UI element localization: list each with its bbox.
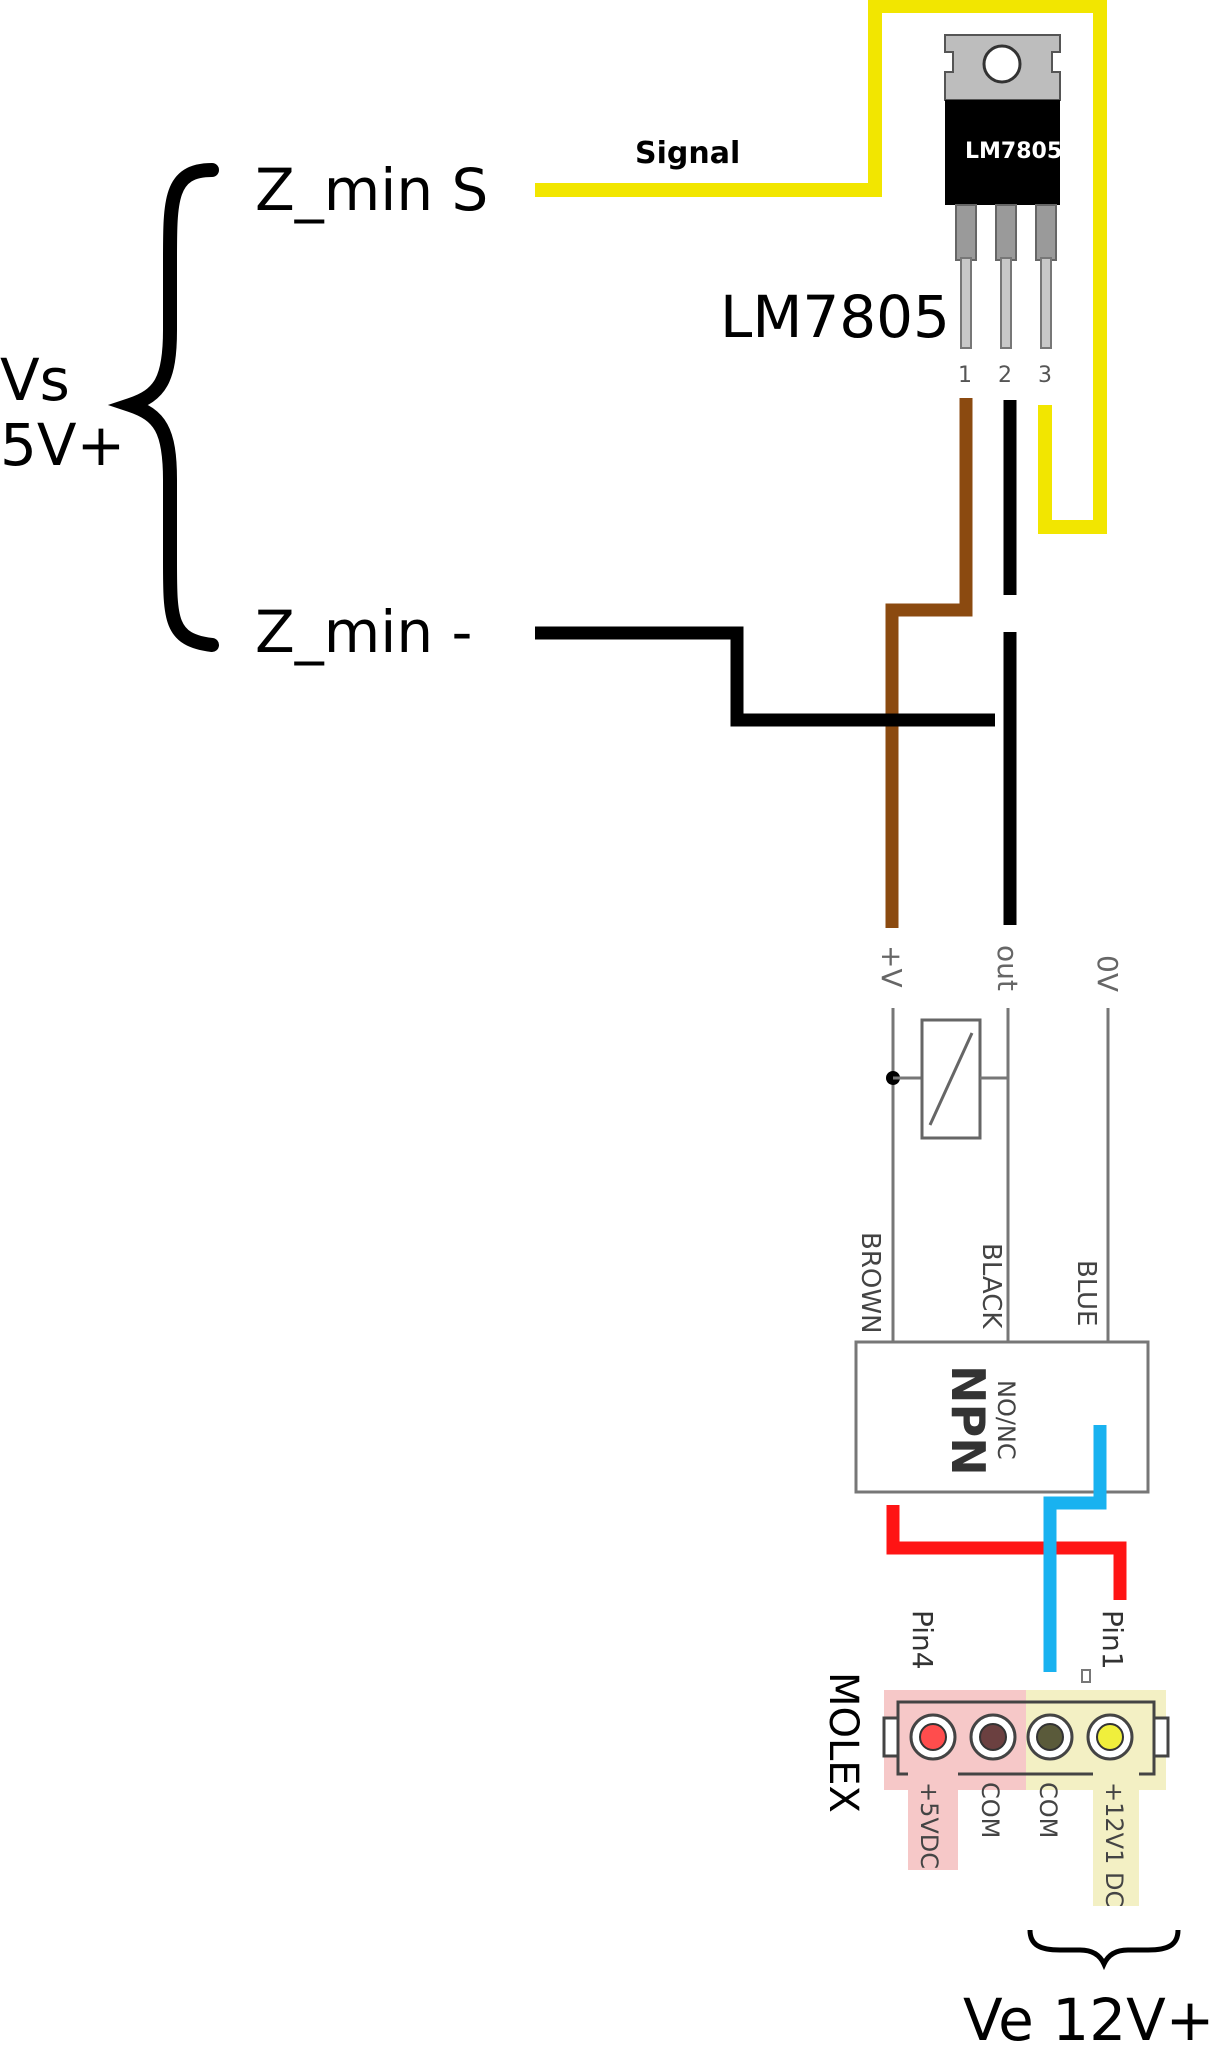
wire-blue-label: BLUE (1071, 1260, 1101, 1327)
zmin-minus-wire (535, 626, 995, 727)
molex-pin4-label: Pin4 (906, 1610, 939, 1670)
molex-right-latch (1152, 1716, 1170, 1758)
blue-wire (1043, 1425, 1107, 1672)
npn-label: NPN (941, 1365, 995, 1476)
zmin-s-label: Z_min S (255, 156, 488, 224)
vs-voltage-label: 5V+ (0, 411, 125, 479)
signal-label: Signal (635, 136, 740, 171)
molex-com2-label: COM (1034, 1782, 1062, 1838)
molex-12v-band (1093, 1770, 1139, 1906)
molex-5v-band (908, 1770, 958, 1870)
left-brace (107, 163, 219, 652)
relay-coil-diagonal (928, 1032, 974, 1126)
pin-2-label: 2 (998, 363, 1012, 388)
leg-1 (960, 257, 972, 349)
regulator-body (945, 100, 1060, 205)
molex-pin2-core (1036, 1723, 1064, 1751)
molex-5v-label: +5VDC (915, 1782, 943, 1869)
leg-1-top (955, 204, 977, 261)
lm7805-side-label: LM7805 (720, 283, 950, 351)
regulator-chip-label: LM7805 (965, 139, 1062, 164)
ve-label: Ve 12V+ (963, 1986, 1209, 2048)
signal-wire (535, 0, 1107, 534)
zmin-minus-label: Z_min - (255, 598, 472, 666)
leg-3 (1040, 257, 1052, 349)
terminal-out-label: out (991, 945, 1024, 991)
molex-label: MOLEX (820, 1672, 866, 1813)
vs-label: Vs (0, 346, 70, 414)
molex-12v-label: +12V1 DC (1100, 1782, 1128, 1907)
terminal-0v-label: 0V (1091, 955, 1124, 992)
brown-wire (885, 398, 973, 928)
molex-left-latch (882, 1716, 900, 1758)
molex-pin4-core (919, 1723, 947, 1751)
pin-1-label: 1 (958, 363, 972, 388)
leg-2-top (995, 204, 1017, 261)
sensor-schematic: +V out 0V BROWN BLACK BLUE NPN NO/NC (854, 945, 1150, 1494)
leg-2 (1000, 257, 1012, 349)
lm7805-regulator: LM7805 1 2 3 (944, 34, 1062, 388)
molex-pin1-label: Pin1 (1096, 1610, 1129, 1670)
molex-key (1081, 1669, 1091, 1683)
leg-3-top (1035, 204, 1057, 261)
bottom-brace (1027, 1929, 1181, 1971)
wire-black-label: BLACK (976, 1243, 1006, 1329)
molex-connector: Pin4 Pin1 MOLEX +5VDC COM COM +12V1 DC (820, 1610, 1170, 1907)
regulator-mount-hole (982, 44, 1022, 84)
terminal-v-label: +V (875, 945, 908, 988)
wire-brown-label: BROWN (855, 1232, 885, 1334)
molex-pin1-core (1096, 1723, 1124, 1751)
molex-pin3-core (979, 1723, 1007, 1751)
npn-mode-label: NO/NC (992, 1380, 1020, 1460)
molex-com1-label: COM (976, 1782, 1004, 1838)
red-wire (886, 1505, 1127, 1600)
pin-3-label: 3 (1038, 363, 1052, 388)
